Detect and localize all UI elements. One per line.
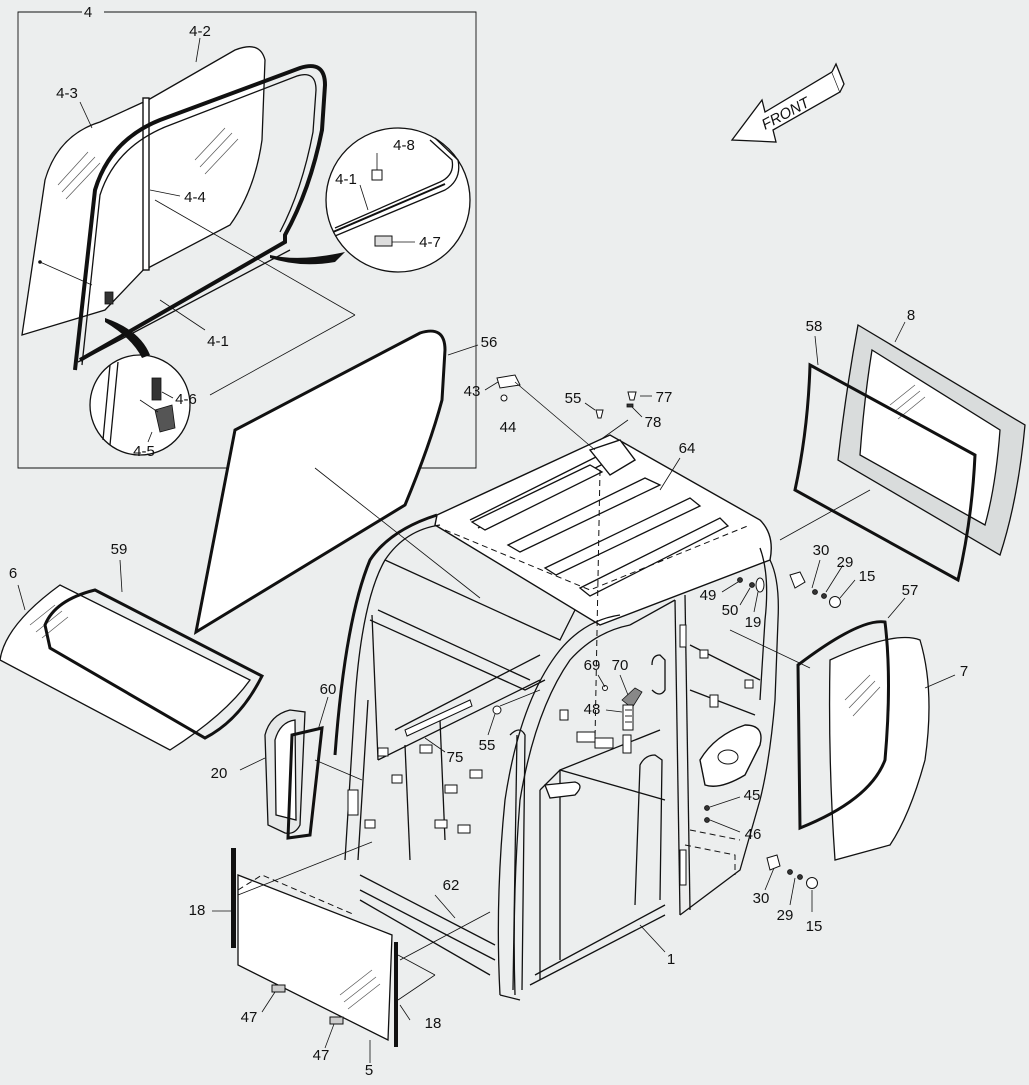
label-62: 62	[443, 877, 460, 894]
label-7: 7	[960, 663, 968, 680]
tabs-47	[261, 984, 344, 1049]
label-4-6: 4-6	[175, 391, 197, 408]
label-47-upper: 47	[241, 1009, 258, 1026]
part-4-5	[154, 404, 176, 433]
label-4-4: 4-4	[184, 189, 206, 206]
label-45: 45	[744, 787, 761, 804]
label-44: 44	[500, 419, 517, 436]
label-58: 58	[806, 318, 823, 335]
label-55-lower: 55	[479, 737, 496, 754]
label-78: 78	[645, 414, 662, 431]
label-56: 56	[481, 334, 498, 351]
seal-57	[729, 597, 906, 831]
label-48: 48	[584, 701, 601, 718]
label-4-8: 4-8	[393, 137, 415, 154]
callout-labels: 56 43 44 55 77 78 64 58 8 30 29 15 49 50…	[9, 307, 968, 1079]
part-4-7	[374, 235, 393, 247]
glass-5	[237, 841, 393, 1063]
latch-part	[104, 291, 114, 305]
hardware-parts	[404, 374, 856, 953]
label-64: 64	[679, 440, 696, 457]
label-30-upper: 30	[813, 542, 830, 559]
label-77: 77	[656, 389, 673, 406]
seal-59	[43, 559, 265, 740]
label-57: 57	[902, 582, 919, 599]
part-20-60	[239, 696, 363, 840]
label-46: 46	[745, 826, 762, 843]
label-59: 59	[111, 541, 128, 558]
front-direction-arrow: FRONT	[730, 62, 845, 143]
label-75: 75	[447, 749, 464, 766]
label-49: 49	[700, 587, 717, 604]
label-4-1-a: 4-1	[335, 171, 357, 188]
label-70: 70	[612, 657, 629, 674]
glass-8	[837, 321, 1026, 556]
label-19: 19	[745, 614, 762, 631]
label-29-upper: 29	[837, 554, 854, 571]
label-47-lower: 47	[313, 1047, 330, 1064]
label-4-7: 4-7	[419, 234, 441, 251]
label-4-1-b: 4-1	[207, 333, 229, 350]
label-4: 4	[84, 4, 92, 21]
label-1: 1	[667, 951, 675, 968]
label-6: 6	[9, 565, 17, 582]
label-43: 43	[464, 383, 481, 400]
label-8: 8	[907, 307, 915, 324]
label-15-lower: 15	[806, 918, 823, 935]
label-29-lower: 29	[777, 907, 794, 924]
label-69: 69	[584, 657, 601, 674]
part-4-6	[151, 377, 162, 401]
label-4-3: 4-3	[56, 85, 78, 102]
roof-64	[434, 434, 772, 626]
label-60: 60	[320, 681, 337, 698]
inset-box-assembly-4: 4	[17, 4, 477, 469]
seal-18	[212, 848, 491, 1047]
glass-56	[193, 329, 481, 636]
label-30-lower: 30	[753, 890, 770, 907]
glass-4-2	[147, 46, 266, 270]
frame-4-1	[73, 64, 328, 371]
label-50: 50	[722, 602, 739, 619]
label-4-2: 4-2	[189, 23, 211, 40]
cab-frame-1	[333, 434, 779, 1001]
seal-58	[779, 335, 977, 583]
label-55-upper: 55	[565, 390, 582, 407]
label-20: 20	[211, 765, 228, 782]
glass-7	[828, 636, 956, 861]
part-4-8	[371, 169, 383, 181]
label-15-upper: 15	[859, 568, 876, 585]
label-18-right: 18	[425, 1015, 442, 1032]
divider-4-4	[142, 97, 150, 271]
label-18-left: 18	[189, 902, 206, 919]
glass-4-3	[21, 98, 149, 336]
label-4-5: 4-5	[133, 443, 155, 460]
leader-62	[434, 894, 456, 919]
label-5: 5	[365, 1062, 373, 1079]
